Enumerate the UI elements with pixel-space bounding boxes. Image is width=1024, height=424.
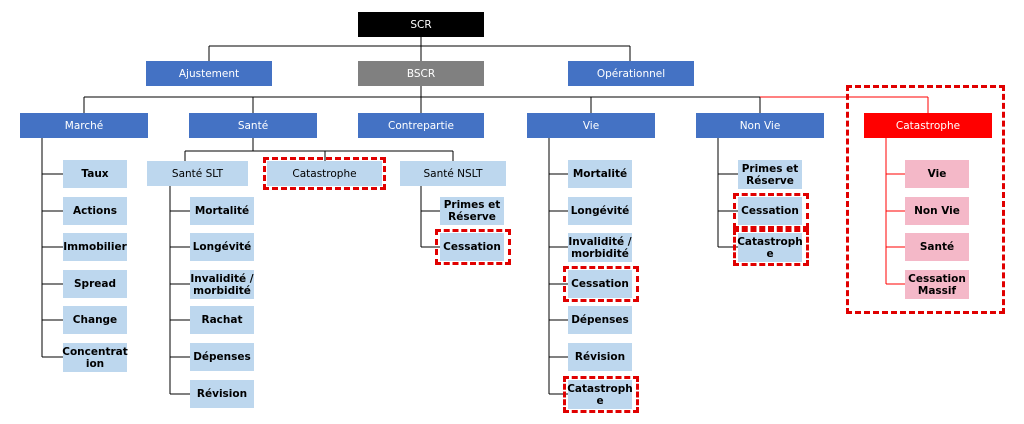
sante-slt-box: Santé SLT: [147, 161, 248, 186]
slt-item-longevite: Longévité: [190, 233, 254, 261]
slt-item-depenses: Dépenses: [190, 343, 254, 371]
nslt-item-primes-reserve: Primes et Réserve: [440, 197, 504, 225]
slt-item-invalidite: Invalidité / morbidité: [190, 270, 254, 299]
module-catastrophe: Catastrophe: [864, 113, 992, 138]
non-vie-item-catastrophe: Catastroph e: [737, 233, 803, 262]
module-marche: Marché: [20, 113, 148, 138]
module-vie: Vie: [527, 113, 655, 138]
cat-item-cessation-massif: Cessation Massif: [905, 270, 969, 299]
non-vie-item-cessation: Cessation: [738, 197, 802, 225]
cat-item-non-vie: Non Vie: [905, 197, 969, 225]
slt-item-revision: Révision: [190, 380, 254, 408]
marche-item-taux: Taux: [63, 160, 127, 188]
vie-item-cessation: Cessation: [568, 270, 632, 298]
slt-item-rachat: Rachat: [190, 306, 254, 334]
highlight-sante-catastrophe: [263, 157, 386, 190]
vie-item-longevite: Longévité: [568, 197, 632, 225]
vie-item-invalidite: Invalidité / morbidité: [568, 233, 632, 262]
highlight-nslt-cessation: [435, 229, 511, 265]
marche-item-immobilier: Immobilier: [63, 233, 127, 261]
operationnel-box: Opérationnel: [568, 61, 694, 86]
module-non-vie: Non Vie: [696, 113, 824, 138]
marche-item-change: Change: [63, 306, 127, 334]
marche-item-concentration: Concentrat ion: [62, 343, 128, 372]
sante-nslt-box: Santé NSLT: [400, 161, 506, 186]
scr-box: SCR: [358, 12, 484, 37]
highlight-non-vie-catastrophe: [733, 229, 809, 266]
marche-item-spread: Spread: [63, 270, 127, 298]
cat-item-sante: Santé: [905, 233, 969, 261]
vie-item-mortalite: Mortalité: [568, 160, 632, 188]
bscr-box: BSCR: [358, 61, 484, 86]
highlight-vie-catastrophe: [563, 376, 639, 413]
highlight-catastrophe-module: [846, 85, 1005, 314]
module-contrepartie: Contrepartie: [358, 113, 484, 138]
nslt-item-cessation: Cessation: [440, 233, 504, 261]
vie-item-depenses: Dépenses: [568, 306, 632, 334]
non-vie-item-primes-reserve: Primes et Réserve: [738, 160, 802, 189]
highlight-vie-cessation: [563, 266, 639, 302]
ajustement-box: Ajustement: [146, 61, 272, 86]
highlight-non-vie-cessation: [733, 193, 809, 229]
vie-item-revision: Révision: [568, 343, 632, 371]
module-sante: Santé: [189, 113, 317, 138]
cat-item-vie: Vie: [905, 160, 969, 188]
vie-item-catastrophe: Catastroph e: [567, 380, 633, 409]
marche-item-actions: Actions: [63, 197, 127, 225]
slt-item-mortalite: Mortalité: [190, 197, 254, 225]
sante-catastrophe-box: Catastrophe: [267, 161, 382, 186]
